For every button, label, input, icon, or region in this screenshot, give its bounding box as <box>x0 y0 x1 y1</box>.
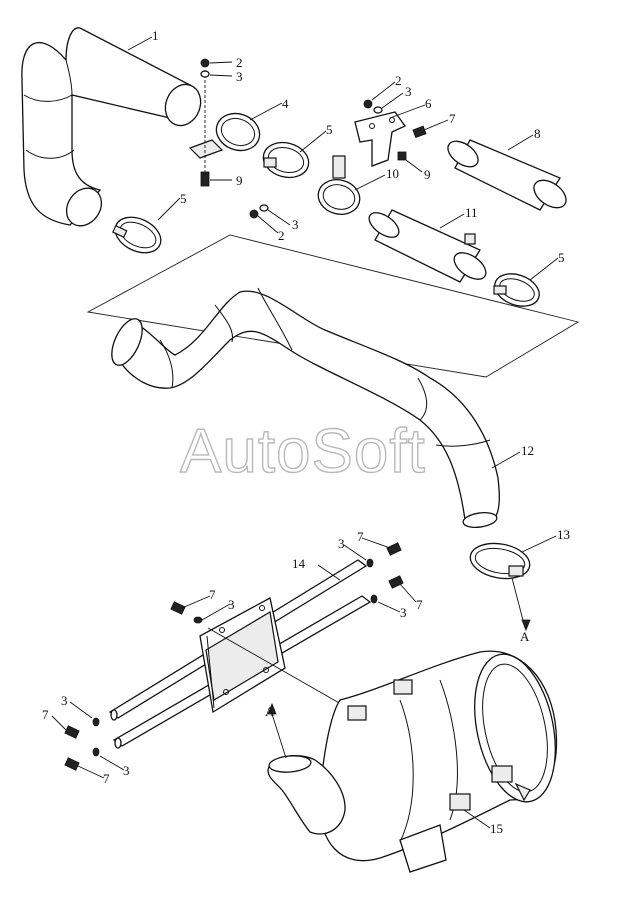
callout-10: 10 <box>386 166 399 181</box>
arrow-marker-a-top <box>521 619 531 632</box>
callout-3: 3 <box>236 69 243 84</box>
part-13-large-hose-clamp <box>469 542 531 580</box>
callout-2: 2 <box>395 73 402 88</box>
part-12-intake-duct <box>111 287 500 528</box>
part-8-pipe <box>447 139 567 211</box>
part-2-nut-top <box>200 58 210 68</box>
callout-3: 3 <box>61 693 68 708</box>
callout-14: 14 <box>292 556 306 571</box>
part-2-nut-lower <box>249 209 259 219</box>
callout-1: 1 <box>152 28 159 43</box>
callout-7: 7 <box>357 529 364 544</box>
part-3-washer-rod-upper-right <box>366 558 374 568</box>
callout-15: 15 <box>490 821 503 836</box>
part-3-washer-rod-lower-left <box>92 747 100 757</box>
callout-a: A <box>520 629 530 644</box>
part-11-pipe <box>368 209 487 283</box>
part-7-bolt-rod-lower-right <box>388 575 404 589</box>
callout-3: 3 <box>292 217 299 232</box>
callout-5: 5 <box>180 191 187 206</box>
part-3-washer-rod-lower-right <box>370 594 378 604</box>
part-3-washer-lower <box>259 204 269 212</box>
callout-7: 7 <box>42 707 49 722</box>
leader-lines <box>51 36 559 829</box>
callout-4: 4 <box>282 96 289 111</box>
part-6-mounting-bracket <box>354 111 406 167</box>
part-1-intake-pipe <box>21 27 202 227</box>
part-7-bolt-rod-lower-left <box>64 757 80 771</box>
part-3-washer-rod-upper-left <box>92 717 100 727</box>
intake-elbow <box>267 755 346 835</box>
part-7-bolt-top <box>412 125 427 138</box>
part-9-bolt-left <box>200 171 210 187</box>
watermark-text: AutoSoft <box>180 417 426 486</box>
callout-7: 7 <box>449 111 456 126</box>
callout-a: A <box>265 704 275 719</box>
part-15-air-filter <box>319 650 558 873</box>
callout-13: 13 <box>557 527 570 542</box>
part-3-washer-right <box>373 106 383 114</box>
part-7-bolt-rod-upper-right <box>386 542 402 556</box>
callout-3: 3 <box>228 597 235 612</box>
callout-11: 11 <box>465 205 478 220</box>
callout-7: 7 <box>209 587 216 602</box>
callout-12: 12 <box>521 443 534 458</box>
part-4-bracket-clamp <box>188 70 261 175</box>
part-5-hose-clamp-middle <box>262 141 310 179</box>
callout-3: 3 <box>400 605 407 620</box>
part-7-bolt-plate-top <box>170 601 186 615</box>
callout-5: 5 <box>326 122 333 137</box>
callout-6: 6 <box>425 96 432 111</box>
callout-7: 7 <box>103 771 110 786</box>
callout-9: 9 <box>236 173 243 188</box>
part-9-bolt-right <box>397 151 407 161</box>
callout-2: 2 <box>278 228 285 243</box>
part-3-washer-plate-top <box>193 616 203 624</box>
callout-3: 3 <box>405 84 412 99</box>
part-5-hose-clamp-right <box>493 273 540 307</box>
callout-2: 2 <box>236 55 243 70</box>
part-3-washer-top <box>200 70 210 78</box>
callout-8: 8 <box>534 126 541 141</box>
callout-7: 7 <box>416 597 423 612</box>
callout-9: 9 <box>424 167 431 182</box>
part-7-bolt-rod-upper-left <box>64 725 80 739</box>
part-2-nut-right <box>363 99 373 109</box>
callout-3: 3 <box>338 536 345 551</box>
callout-3: 3 <box>123 763 130 778</box>
part-5-hose-clamp-left <box>112 216 162 254</box>
arrow-marker-a-bottom <box>267 702 277 715</box>
mounting-plate <box>199 597 286 714</box>
callout-5: 5 <box>558 250 565 265</box>
part-10-bracket-clamp <box>317 155 361 215</box>
callout-labels: 1 2 3 4 5 9 5 2 3 6 7 8 10 9 3 2 11 5 12… <box>42 28 570 836</box>
